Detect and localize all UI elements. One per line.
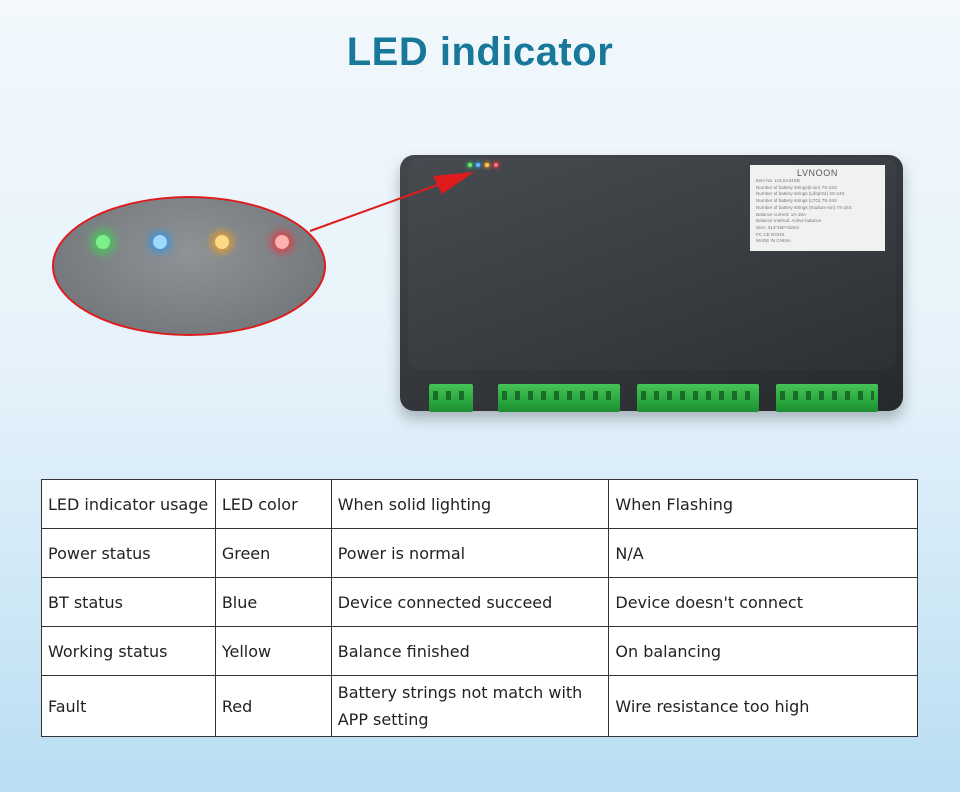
- blue-led: [476, 163, 480, 167]
- balancer-device: LVNOON Item No. LVLSA24SB Number of batt…: [400, 155, 903, 412]
- led-indicator-table: LED indicator usage LED color When solid…: [41, 479, 918, 737]
- header-cell: When Flashing: [608, 479, 918, 529]
- header-cell: When solid lighting: [330, 479, 610, 529]
- table-cell: Power is normal: [330, 528, 610, 578]
- table-row: BT status Blue Device connected succeed …: [41, 577, 918, 627]
- yellow-led-magnified: [215, 235, 229, 249]
- red-led: [494, 163, 498, 167]
- label-line: Number of battery strings (LTO) 7S-24S: [756, 198, 838, 204]
- label-line: Number of battery strings (Sodium-ion) 7…: [756, 204, 852, 210]
- table-cell: N/A: [608, 528, 918, 578]
- label-line: FC CE ROHS: [756, 231, 785, 237]
- table-cell: Power status: [41, 528, 216, 578]
- terminal-block-10pin-a: [498, 384, 620, 412]
- table-cell: Balance finished: [330, 626, 610, 676]
- table-cell: Device connected succeed: [330, 577, 610, 627]
- terminal-block-3pin: [429, 384, 473, 412]
- product-photo: LVNOON Item No. LVLSA24SB Number of batt…: [52, 155, 903, 412]
- label-line: Number of battery strings (LifepO4) 4S-2…: [756, 191, 845, 197]
- terminal-block-8pin: [776, 384, 878, 412]
- header-cell: LED color: [214, 479, 332, 529]
- table-cell: Working status: [41, 626, 216, 676]
- table-cell: Yellow: [214, 626, 332, 676]
- blue-led-magnified: [153, 235, 167, 249]
- table-cell: Wire resistance too high: [608, 675, 918, 737]
- table-row: Fault Red Battery strings not match with…: [41, 675, 918, 737]
- table-cell: On balancing: [608, 626, 918, 676]
- product-label: LVNOON Item No. LVLSA24SB Number of batt…: [750, 165, 885, 251]
- led-zoom-callout: [52, 196, 326, 336]
- table-cell: BT status: [41, 577, 216, 627]
- table-row: Power status Green Power is normal N/A: [41, 528, 918, 578]
- green-led-magnified: [96, 235, 110, 249]
- green-led: [468, 163, 472, 167]
- yellow-led: [485, 163, 489, 167]
- table-cell: Green: [214, 528, 332, 578]
- red-led-magnified: [275, 235, 289, 249]
- table-cell: Device doesn't connect: [608, 577, 918, 627]
- label-line: Balance current: 1A-15A: [756, 211, 807, 217]
- label-line: Size: 313*150*43mm: [756, 224, 800, 230]
- label-line: Balance method: Active balance: [756, 218, 822, 224]
- page-title: LED indicator: [346, 30, 614, 74]
- table-cell: Fault: [41, 675, 216, 737]
- label-line: Item No. LVLSA24SB: [756, 178, 800, 183]
- table-cell: Battery strings not match with APP setti…: [330, 675, 610, 737]
- table-cell: Red: [214, 675, 332, 737]
- table-cell: Blue: [214, 577, 332, 627]
- terminal-block-10pin-b: [637, 384, 759, 412]
- brand-name: LVNOON: [797, 168, 838, 178]
- device-top-cover: LVNOON Item No. LVLSA24SB Number of batt…: [408, 158, 896, 370]
- table-row: Working status Yellow Balance finished O…: [41, 626, 918, 676]
- header-cell: LED indicator usage: [41, 479, 216, 529]
- table-header-row: LED indicator usage LED color When solid…: [41, 479, 918, 529]
- label-line: Number of battery strings(li-ion) 7S-24S: [756, 184, 837, 190]
- label-line: MADE IN CHINA: [756, 238, 791, 244]
